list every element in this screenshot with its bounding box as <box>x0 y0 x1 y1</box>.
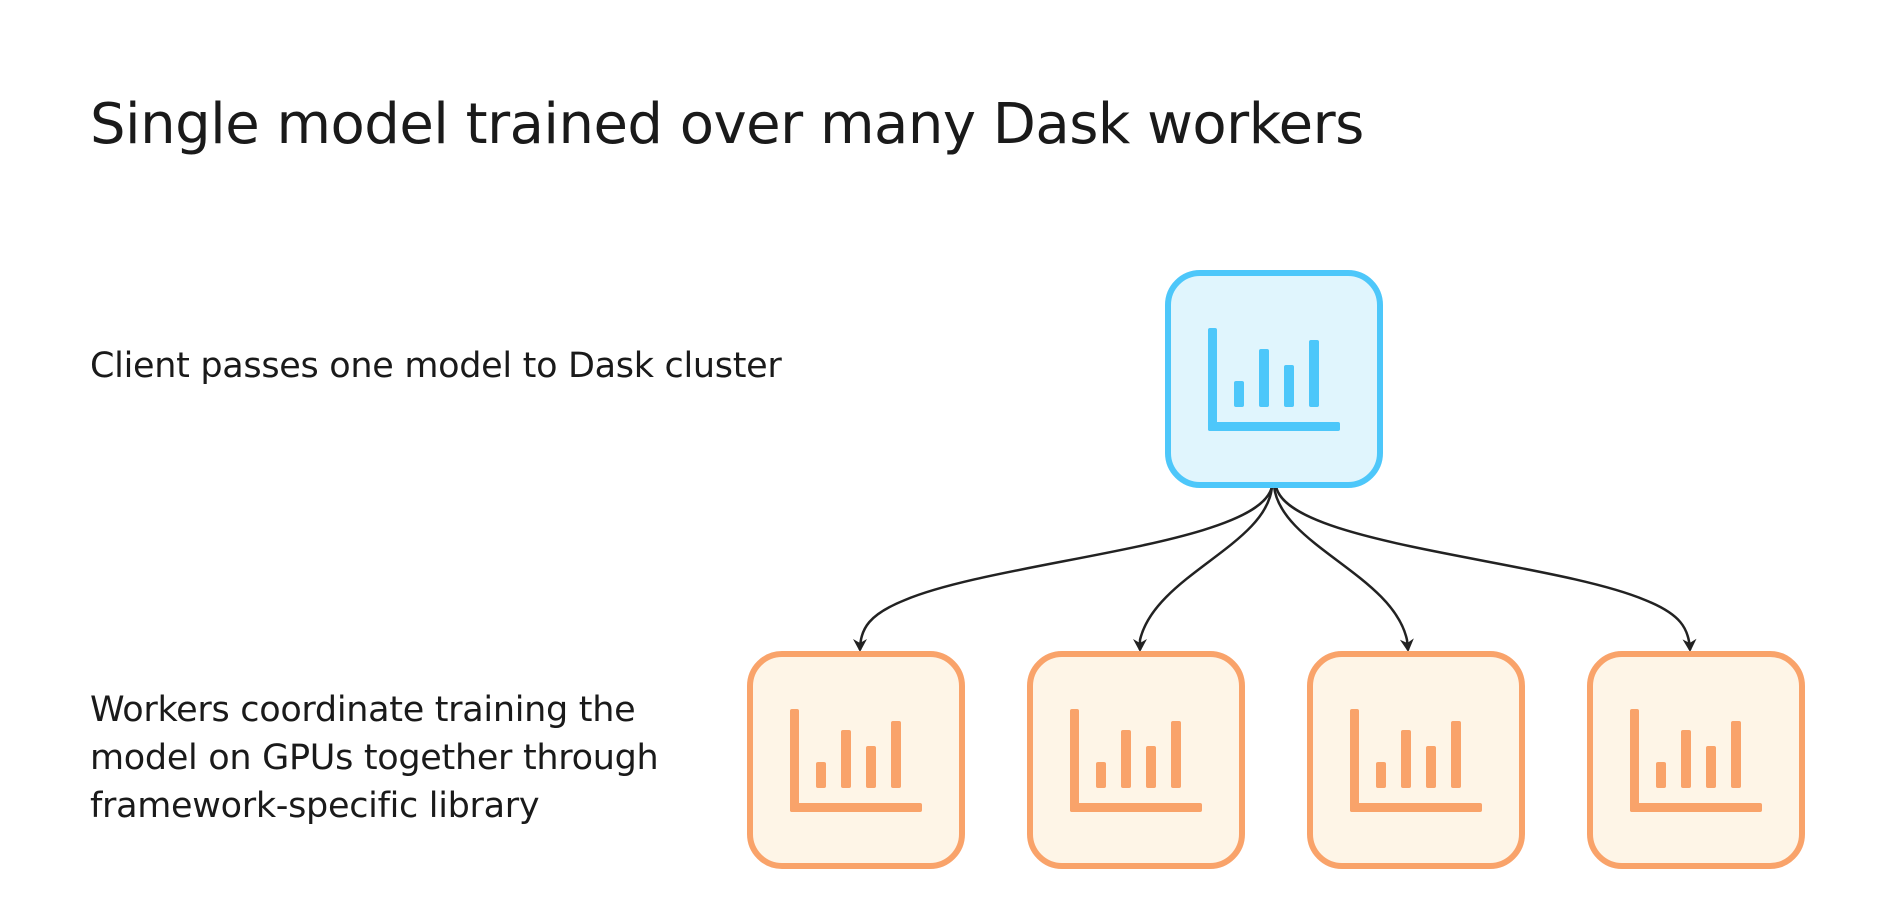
client-caption: Client passes one model to Dask cluster <box>90 346 782 386</box>
worker-node-3 <box>1307 651 1525 869</box>
bar-chart-icon <box>1070 709 1202 812</box>
arrow-to-worker-2 <box>1133 485 1274 652</box>
bar-chart-icon <box>1350 709 1482 812</box>
arrow-to-worker-3 <box>1272 485 1414 652</box>
connector-arrows <box>853 485 1697 652</box>
client-node <box>1165 270 1383 488</box>
bar-chart-icon <box>1630 709 1762 812</box>
worker-node-4 <box>1587 651 1805 869</box>
bar-chart-icon <box>790 709 922 812</box>
worker-node-1 <box>747 651 965 869</box>
bar-chart-icon <box>1208 328 1340 431</box>
arrow-to-worker-1 <box>853 485 1274 652</box>
worker-node-2 <box>1027 651 1245 869</box>
slide-title: Single model trained over many Dask work… <box>90 92 1364 157</box>
arrow-to-worker-4 <box>1274 485 1697 652</box>
workers-caption: Workers coordinate training the model on… <box>90 690 659 826</box>
